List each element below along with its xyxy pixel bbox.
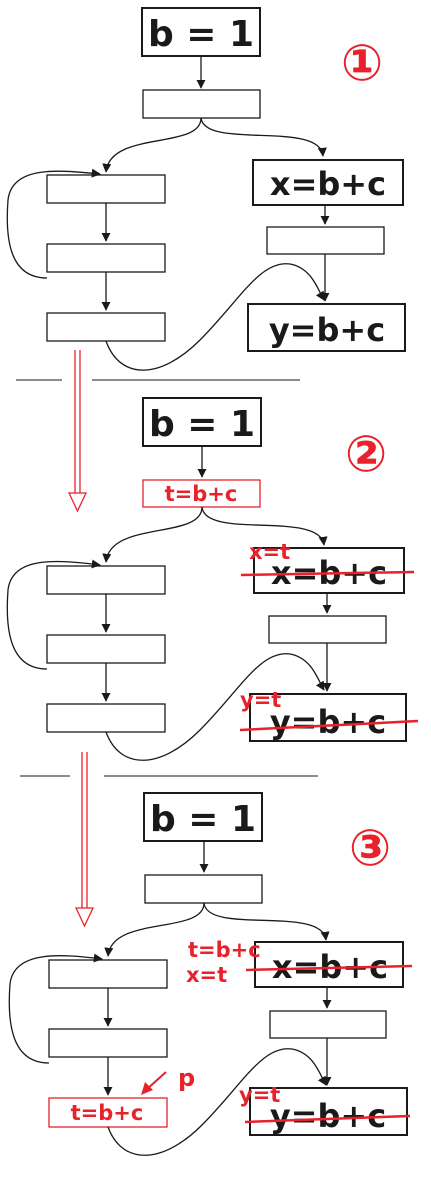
stage-3-loop-tail-label: t=b+c <box>71 1101 144 1125</box>
stage-1-loop-tail-block <box>46 312 166 342</box>
stage-2-loop-head-block <box>46 565 166 595</box>
stage-1-edge-top-left <box>102 117 202 173</box>
stage-1-badge: ① <box>341 34 383 92</box>
stage-3-badge: ③ <box>349 819 391 877</box>
stage-3-edge-top-left <box>104 902 205 957</box>
stage-2-strike-upper <box>240 570 415 577</box>
stage-2-annotation-x: x=t <box>249 540 290 564</box>
stage-1-loop-head-block <box>46 174 166 204</box>
stage-3-annotation-y: y=t <box>239 1083 280 1107</box>
stage-3-exit-edge <box>107 1048 327 1156</box>
stage-2-right-lower-block <box>249 693 407 742</box>
stage-3-entry-label: b = 1 <box>150 799 256 840</box>
stage-2-strike-lower <box>239 719 419 732</box>
stage-1-loop-body-block <box>46 243 166 273</box>
stage-3-right-lower-block <box>249 1087 408 1136</box>
stage-1-exit-edge <box>105 263 325 371</box>
stage-1-edge-top-right <box>200 117 327 157</box>
stage-2-entry-label: b = 1 <box>149 404 255 445</box>
stage-2-exit-edge <box>105 653 325 761</box>
stage-2-right-mid-block <box>268 615 387 644</box>
stage-3-loop-tail-block <box>48 1097 168 1128</box>
stage-1-entry-block <box>141 7 261 57</box>
stage-2-badge: ② <box>345 425 387 483</box>
stage-3-loop-head-block <box>48 959 168 989</box>
stage-3-right-upper-block <box>254 941 404 988</box>
stage-3-entry-block <box>143 792 263 842</box>
stage-3-top-block <box>144 874 263 904</box>
stage-3-annotation-x: x=t <box>186 963 227 987</box>
transition-arrow-2 <box>74 752 95 928</box>
stage-1-right-lower-label: y=b+c <box>269 311 385 349</box>
stage-3-right-lower-label: y=b+c <box>270 1097 386 1135</box>
stage-2-loop-tail-block <box>46 703 166 733</box>
stage-1-back-edge <box>6 168 101 279</box>
stage-1-right-mid-block <box>266 226 385 255</box>
stage-3-strike-lower <box>244 1114 411 1124</box>
stage-1-right-upper-block <box>252 159 404 206</box>
stage-2-annotation-y: y=t <box>240 688 281 712</box>
stage-2-right-lower-label: y=b+c <box>270 703 386 741</box>
stage-2: ② b = 1 t=b+c x=b+c x=t y=b+c y=t <box>6 397 419 761</box>
stage-1: ① b = 1 x=b+c y=b+c <box>6 7 406 371</box>
stage-2-top-block-label: t=b+c <box>165 482 238 506</box>
stage-2-edge-top-right <box>201 506 328 546</box>
stage-2-back-edge <box>6 559 101 670</box>
stage-3-pointer-p-head <box>141 1082 153 1095</box>
stage-3-annotation-p: p <box>178 1064 195 1092</box>
stage-3-loop-body-block <box>48 1028 168 1058</box>
stage-3-back-edge <box>8 953 103 1064</box>
stage-1-right-lower-block <box>247 303 406 352</box>
stage-3-edge-top-right <box>203 902 330 941</box>
stage-3-strike-upper <box>245 964 413 972</box>
transition-arrow-1 <box>67 350 88 513</box>
stage-3: ③ b = 1 t=b+c p x=b+c t=b+c x=t y=b+c y=… <box>8 792 413 1156</box>
stage-2-entry-block <box>142 397 262 447</box>
stage-2-loop-body-block <box>46 634 166 664</box>
stage-3-annotation-t: t=b+c <box>188 938 261 962</box>
stage-2-edge-top-left <box>102 506 203 563</box>
stage-3-right-mid-block <box>269 1010 387 1039</box>
stage-1-right-upper-label: x=b+c <box>270 165 386 203</box>
stage-2-right-upper-block <box>253 547 405 594</box>
stage-1-entry-label: b = 1 <box>148 14 254 55</box>
stage-1-top-block <box>142 89 261 119</box>
